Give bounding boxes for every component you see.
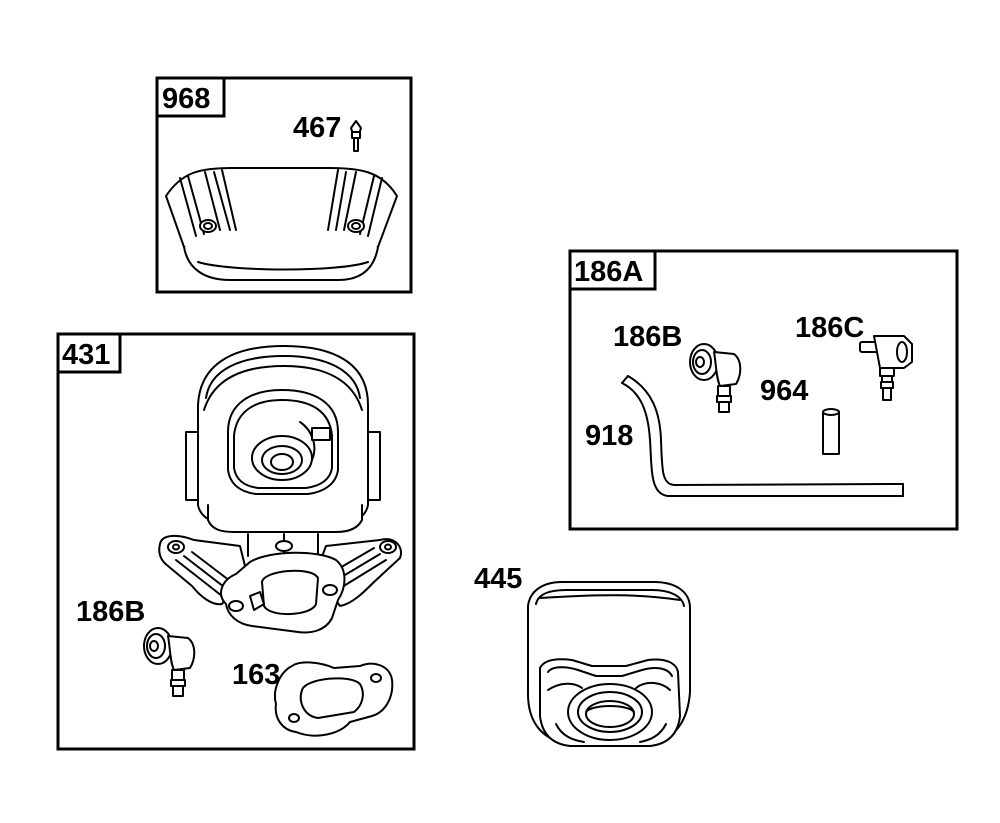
part-label-186c: 186C <box>795 312 864 344</box>
group-431-tag-box <box>56 332 122 374</box>
breather-valve-186b-left <box>143 627 196 697</box>
part-label-918: 918 <box>585 420 633 452</box>
group-431: 431 186B 163 <box>56 332 416 751</box>
part-label-467: 467 <box>293 112 341 144</box>
fitting-186c <box>859 335 913 401</box>
hose-918 <box>621 375 904 497</box>
group-968-tag: 968 <box>162 83 210 115</box>
part-label-163: 163 <box>232 659 280 691</box>
screw-467 <box>350 120 362 152</box>
part-label-964: 964 <box>760 375 808 407</box>
part-label-186b-top: 186B <box>613 321 682 353</box>
air-cleaner-base-431 <box>158 345 402 634</box>
tube-964 <box>822 408 840 455</box>
group-186a-tag: 186A <box>574 256 643 288</box>
group-968-tag-box <box>155 76 226 118</box>
group-968: 968 467 <box>155 76 413 294</box>
air-cleaner-cover-968 <box>165 167 398 281</box>
group-431-frame <box>56 332 416 751</box>
gasket-163 <box>274 661 394 737</box>
group-431-tag: 431 <box>62 339 110 371</box>
air-filter-445: 445 <box>474 563 691 747</box>
part-label-445: 445 <box>474 563 522 595</box>
group-968-frame <box>155 76 413 294</box>
breather-valve-186b-top <box>689 343 742 413</box>
group-186a: 186A 186B 186C 964 918 <box>568 249 959 531</box>
group-186a-tag-box <box>568 249 657 291</box>
group-186a-frame <box>568 249 959 531</box>
part-label-186b-left: 186B <box>76 596 145 628</box>
